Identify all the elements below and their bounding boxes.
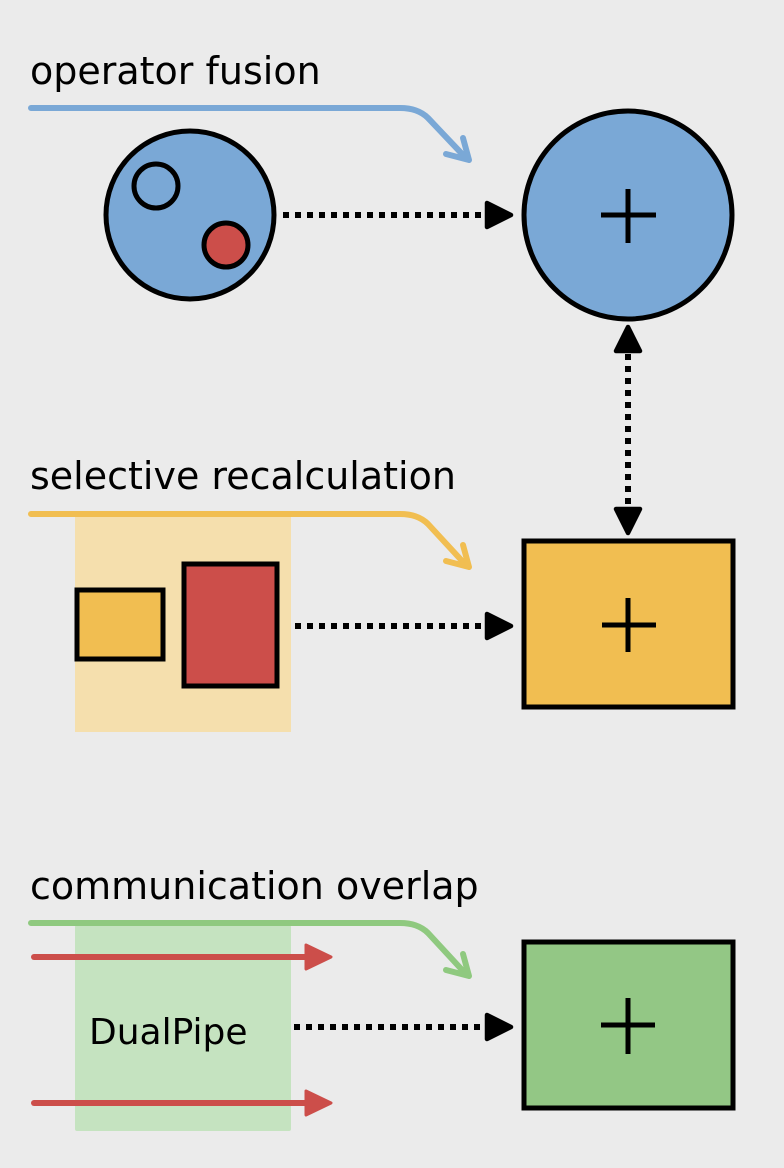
yellow-block — [74, 587, 166, 662]
target-rect-plus-green — [521, 939, 736, 1111]
accent-arrow-yellow — [28, 511, 472, 570]
red-sub-operator-circle — [201, 220, 251, 270]
section-selective-recalculation: selective recalculation — [28, 454, 736, 732]
section-title-selective-recalculation: selective recalculation — [30, 454, 456, 498]
plus-icon — [601, 998, 655, 1054]
accent-arrow-blue — [28, 105, 472, 163]
section-title-operator-fusion: operator fusion — [30, 49, 321, 93]
section-title-communication-overlap: communication overlap — [30, 864, 479, 908]
hollow-sub-operator-circle — [131, 161, 181, 211]
communication-stream-arrow-bottom — [31, 1089, 333, 1117]
plus-icon — [602, 598, 656, 652]
section-communication-overlap: communication overlap DualPipe — [28, 864, 736, 1131]
dualpipe-label: DualPipe — [89, 1012, 248, 1053]
section-operator-fusion: operator fusion — [28, 49, 735, 322]
plus-icon — [601, 189, 656, 243]
communication-stream-arrow-top — [31, 943, 333, 971]
target-circle-plus — [521, 108, 735, 322]
highlight-panel-green — [75, 925, 291, 1131]
accent-arrow-green — [28, 920, 472, 979]
fused-operator-circle — [103, 128, 277, 302]
target-rect-plus-yellow — [521, 538, 736, 710]
red-block — [181, 561, 280, 689]
